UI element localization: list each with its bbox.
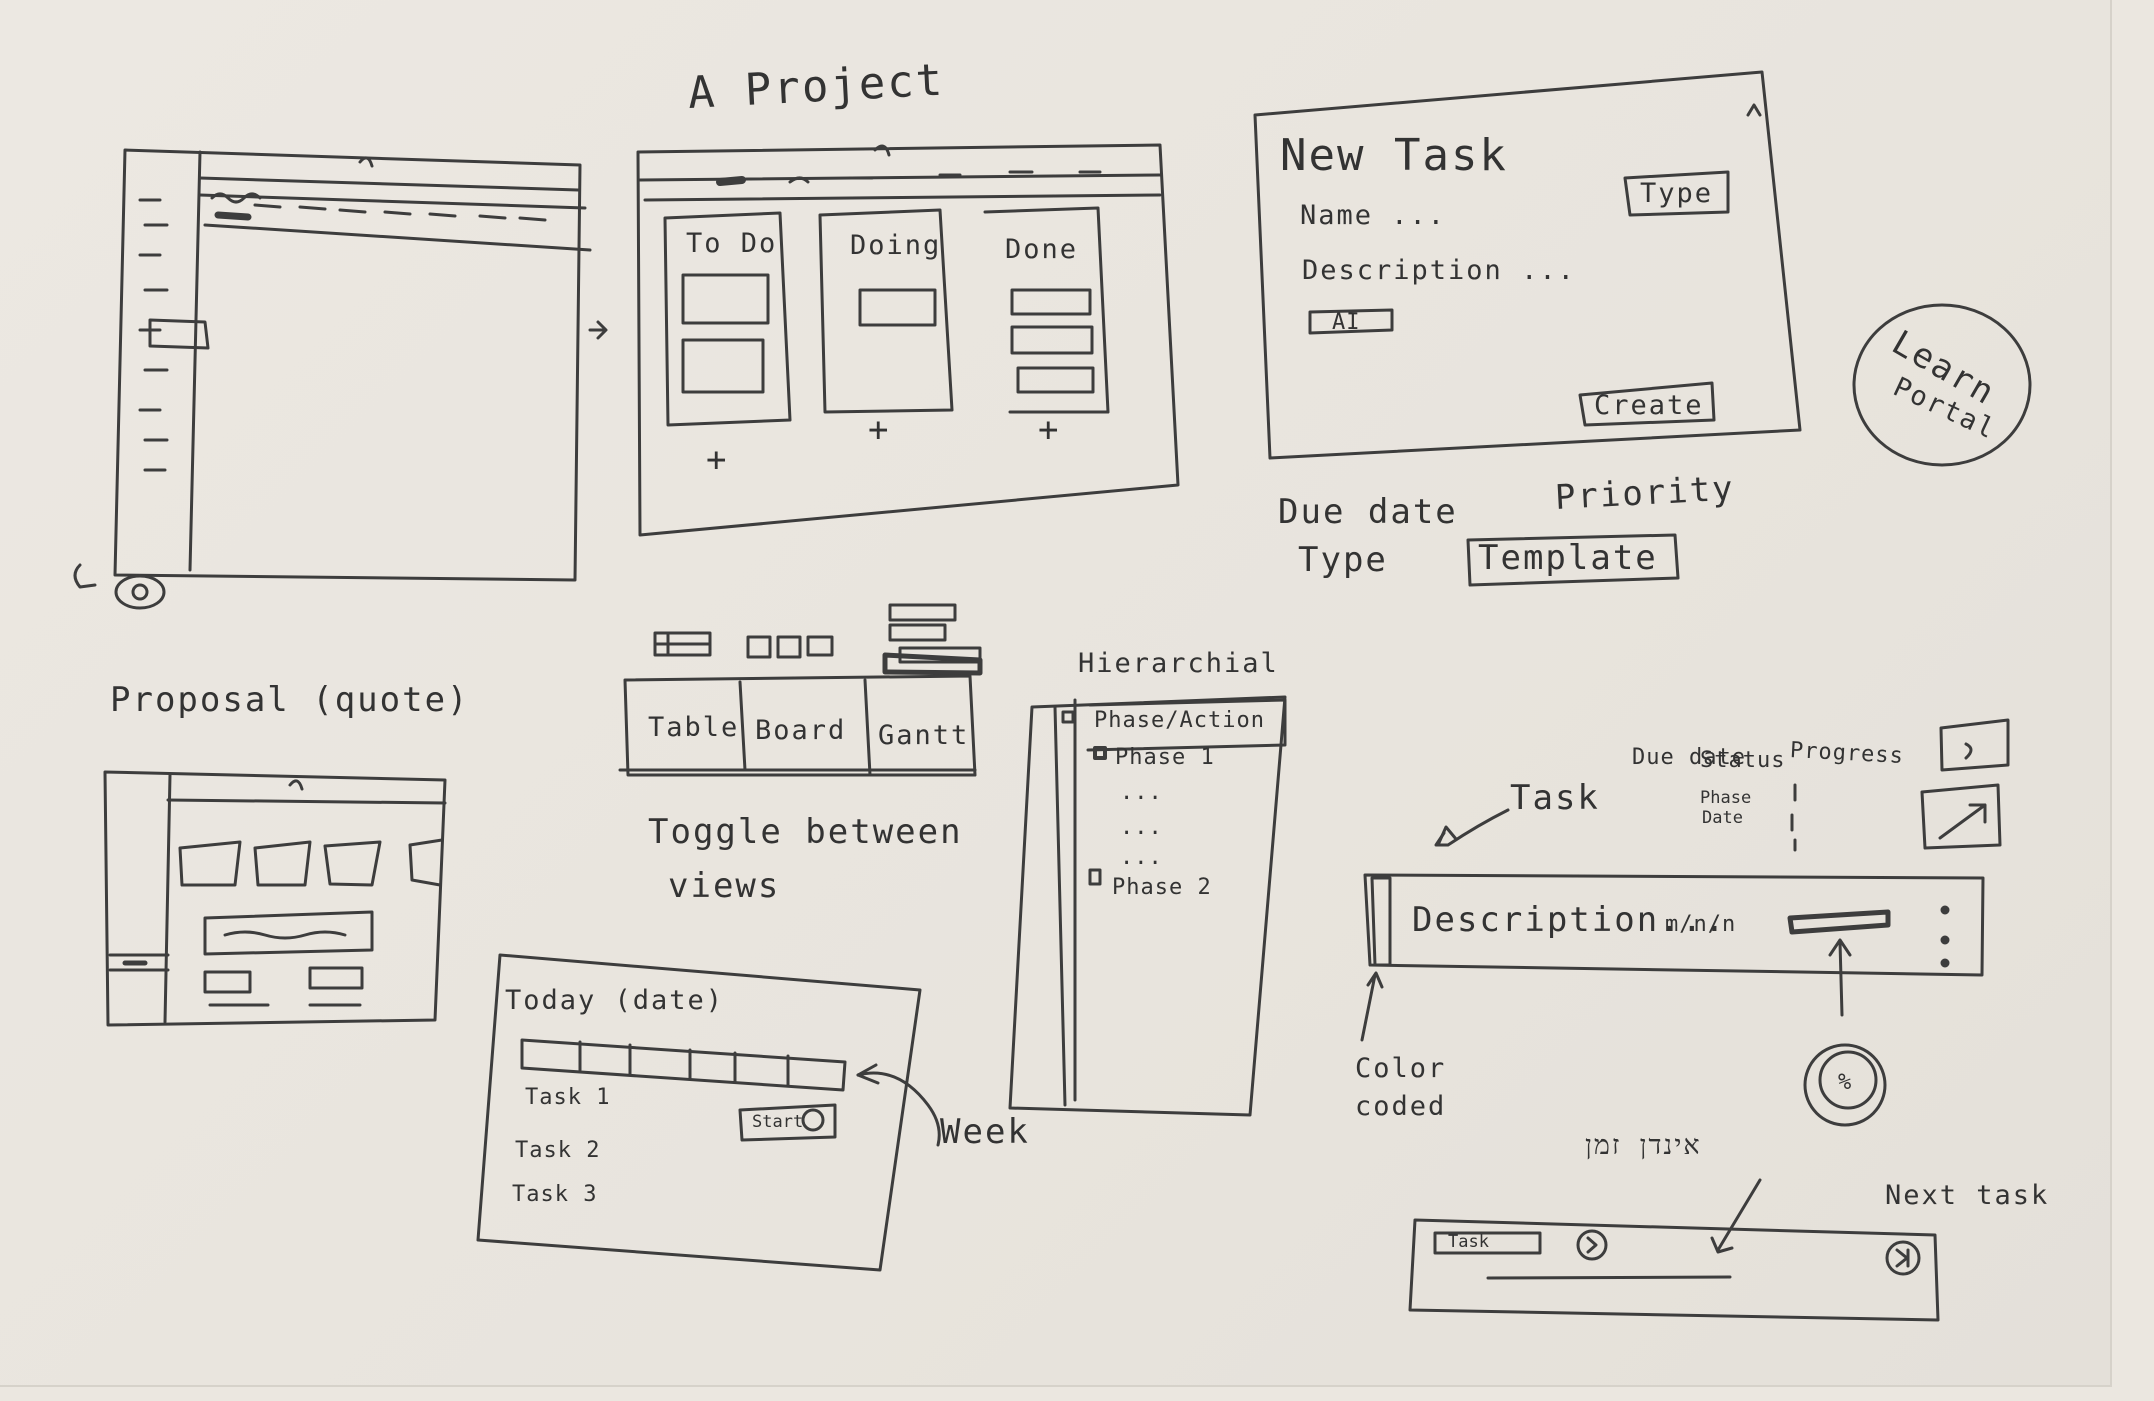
progress-knob[interactable]: % <box>1838 1070 1853 1095</box>
hierarchy-action-2[interactable]: ... <box>1120 815 1163 840</box>
task-description-field[interactable]: Description ... <box>1302 255 1576 286</box>
start-button[interactable]: Start <box>752 1112 804 1132</box>
next-task-label: Next task <box>1885 1180 2050 1211</box>
hierarchy-action-3[interactable]: ... <box>1120 845 1163 870</box>
new-task-title: New Task <box>1280 130 1508 181</box>
phase-column: Phase <box>1700 788 1752 808</box>
status-column: Status <box>1700 748 1786 773</box>
week-label: Week <box>940 1112 1030 1152</box>
hierarchical-title: Hierarchial <box>1078 648 1279 679</box>
type-button[interactable]: Type <box>1640 178 1714 209</box>
timer-task-chip[interactable]: Task <box>1448 1232 1489 1252</box>
proposal-title: Proposal (quote) <box>110 680 470 720</box>
create-button[interactable]: Create <box>1594 390 1704 421</box>
due-date-column: Due date <box>1632 745 1746 770</box>
task-description[interactable]: Description... <box>1412 900 1727 940</box>
hierarchy-action-1[interactable]: ... <box>1120 780 1163 805</box>
date-column: Date <box>1702 808 1743 828</box>
type-field: Type <box>1298 540 1388 580</box>
play-icon[interactable] <box>1578 1231 1606 1259</box>
task-label: Task <box>1510 778 1600 818</box>
task-name-field[interactable]: Name ... <box>1300 200 1447 231</box>
template-button[interactable]: Template <box>1478 538 1658 578</box>
paper-sheet <box>0 0 2112 1387</box>
board-view-toggle[interactable]: Board <box>755 715 847 746</box>
hierarchy-phase-2[interactable]: Phase 2 <box>1112 875 1212 900</box>
today-task-1[interactable]: Task 1 <box>525 1085 611 1110</box>
table-view-toggle[interactable]: Table <box>648 712 740 743</box>
next-track-icon[interactable] <box>1887 1242 1919 1274</box>
add-card-todo-button[interactable]: + <box>706 440 729 480</box>
toggle-caption-line2: views <box>668 866 781 906</box>
today-title: Today (date) <box>505 985 725 1016</box>
column-todo-label[interactable]: To Do <box>686 228 778 259</box>
add-card-doing-button[interactable]: + <box>868 410 891 450</box>
hierarchy-header: Phase/Action <box>1094 708 1265 733</box>
gantt-view-toggle[interactable]: Gantt <box>878 720 970 751</box>
column-done-label[interactable]: Done <box>1005 234 1079 265</box>
due-date-field: Due date <box>1278 492 1458 532</box>
timer-label: אינדן זמן <box>1585 1130 1702 1161</box>
task-date: m/n/n <box>1665 912 1737 937</box>
color-coded-note: Color coded <box>1355 1053 1447 1122</box>
ai-button[interactable]: AI <box>1332 310 1361 335</box>
today-task-3[interactable]: Task 3 <box>512 1182 598 1207</box>
toggle-caption-line1: Toggle between <box>648 812 963 852</box>
hierarchy-phase-1[interactable]: Phase 1 <box>1115 745 1215 770</box>
add-card-done-button[interactable]: + <box>1038 410 1061 450</box>
column-doing-label[interactable]: Doing <box>850 230 942 261</box>
today-task-2[interactable]: Task 2 <box>515 1138 601 1163</box>
